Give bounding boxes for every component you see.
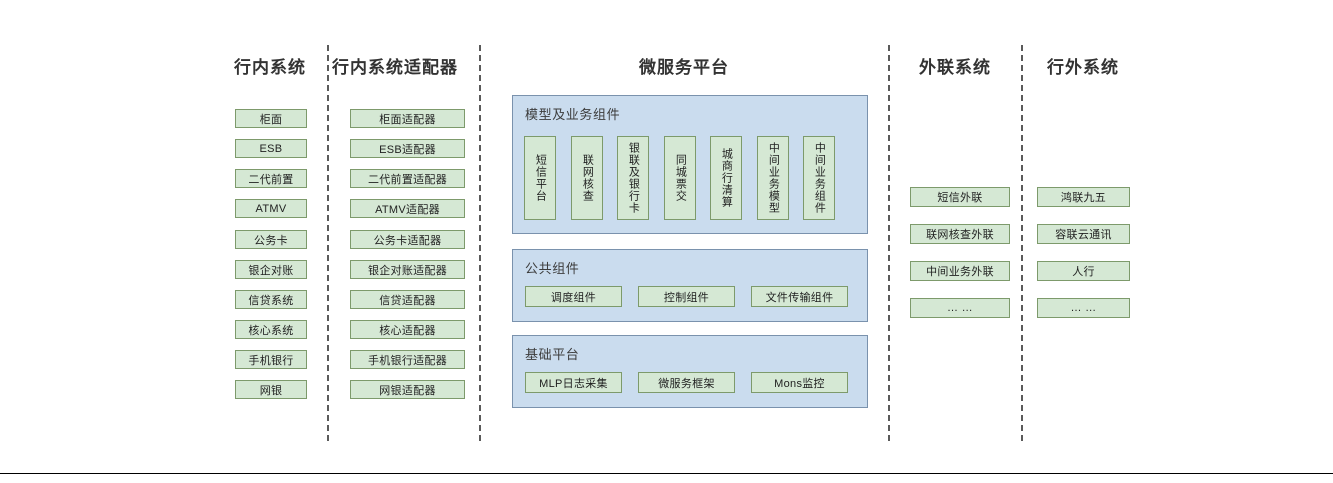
column-title-microservice-platform: 微服务平台 (639, 58, 729, 77)
node-model-component[interactable]: 银联及银行卡 (617, 136, 649, 220)
node-public-component[interactable]: 调度组件 (525, 286, 622, 307)
node-outside-bank-system[interactable]: 鸿联九五 (1037, 187, 1130, 207)
node-internal-system[interactable]: 手机银行 (235, 350, 307, 369)
node-internal-system-adapter[interactable]: ESB适配器 (350, 139, 465, 158)
column-title-internal-systems: 行内系统 (234, 58, 306, 77)
node-internal-system-adapter[interactable]: 二代前置适配器 (350, 169, 465, 188)
column-divider-2 (479, 45, 481, 441)
node-public-component[interactable]: 文件传输组件 (751, 286, 848, 307)
node-internal-system-adapter[interactable]: 信贷适配器 (350, 290, 465, 309)
node-internal-system[interactable]: ATMV (235, 199, 307, 218)
node-external-link-system[interactable]: … … (910, 298, 1010, 318)
column-divider-4 (1021, 45, 1023, 441)
node-internal-system-adapter[interactable]: 公务卡适配器 (350, 230, 465, 249)
column-title-outside-bank-systems: 行外系统 (1047, 58, 1119, 77)
page-bottom-rule (0, 473, 1333, 474)
panel-title-base-platform: 基础平台 (525, 347, 580, 362)
node-internal-system-adapter[interactable]: 银企对账适配器 (350, 260, 465, 279)
column-divider-1 (327, 45, 329, 441)
panel-public-components: 公共组件 (512, 249, 868, 322)
node-internal-system[interactable]: 银企对账 (235, 260, 307, 279)
node-public-component[interactable]: 控制组件 (638, 286, 735, 307)
panel-title-model-and-business-components: 模型及业务组件 (525, 107, 621, 122)
node-internal-system-adapter[interactable]: 网银适配器 (350, 380, 465, 399)
node-internal-system-adapter[interactable]: 柜面适配器 (350, 109, 465, 128)
panel-title-public-components: 公共组件 (525, 261, 580, 276)
node-external-link-system[interactable]: 联网核查外联 (910, 224, 1010, 244)
node-model-component[interactable]: 同城票交 (664, 136, 696, 220)
node-model-component[interactable]: 短信平台 (524, 136, 556, 220)
node-model-component[interactable]: 联网核查 (571, 136, 603, 220)
column-divider-3 (888, 45, 890, 441)
node-internal-system-adapter[interactable]: ATMV适配器 (350, 199, 465, 218)
node-internal-system[interactable]: 柜面 (235, 109, 307, 128)
node-internal-system[interactable]: ESB (235, 139, 307, 158)
node-outside-bank-system[interactable]: 容联云通讯 (1037, 224, 1130, 244)
column-title-internal-system-adapters: 行内系统适配器 (332, 58, 458, 77)
node-base-platform-component[interactable]: 微服务框架 (638, 372, 735, 393)
node-internal-system[interactable]: 二代前置 (235, 169, 307, 188)
node-internal-system[interactable]: 信贷系统 (235, 290, 307, 309)
node-internal-system-adapter[interactable]: 核心适配器 (350, 320, 465, 339)
node-outside-bank-system[interactable]: … … (1037, 298, 1130, 318)
node-internal-system[interactable]: 公务卡 (235, 230, 307, 249)
node-outside-bank-system[interactable]: 人行 (1037, 261, 1130, 281)
node-base-platform-component[interactable]: Mons监控 (751, 372, 848, 393)
node-model-component[interactable]: 中间业务模型 (757, 136, 789, 220)
column-title-external-link-systems: 外联系统 (919, 58, 991, 77)
panel-base-platform: 基础平台 (512, 335, 868, 408)
node-external-link-system[interactable]: 中间业务外联 (910, 261, 1010, 281)
node-external-link-system[interactable]: 短信外联 (910, 187, 1010, 207)
node-internal-system[interactable]: 网银 (235, 380, 307, 399)
node-model-component[interactable]: 中间业务组件 (803, 136, 835, 220)
node-internal-system-adapter[interactable]: 手机银行适配器 (350, 350, 465, 369)
node-base-platform-component[interactable]: MLP日志采集 (525, 372, 622, 393)
node-internal-system[interactable]: 核心系统 (235, 320, 307, 339)
node-model-component[interactable]: 城商行清算 (710, 136, 742, 220)
